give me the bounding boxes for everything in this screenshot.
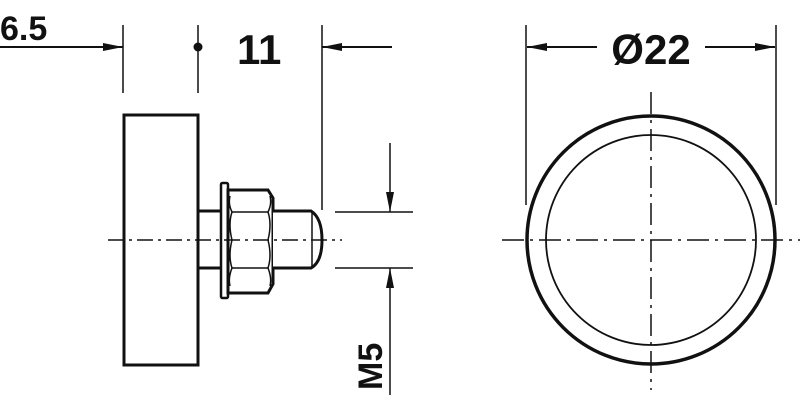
- dimension-diameter: Ø22: [525, 25, 777, 205]
- dim-label-m5: M5: [352, 343, 390, 390]
- hex-nut: [226, 188, 275, 295]
- side-view: 6.5 11: [0, 10, 413, 395]
- dim-label-6-5: 6.5: [0, 10, 47, 48]
- dimension-6-5: 6.5: [0, 10, 124, 93]
- dim-label-11: 11: [237, 26, 281, 73]
- dim-label-diameter: Ø22: [611, 26, 690, 73]
- dimension-11: 11: [193, 25, 392, 210]
- front-view: Ø22: [502, 25, 800, 390]
- dimension-m5: M5: [335, 143, 413, 395]
- dimension-dot-icon: [193, 42, 203, 52]
